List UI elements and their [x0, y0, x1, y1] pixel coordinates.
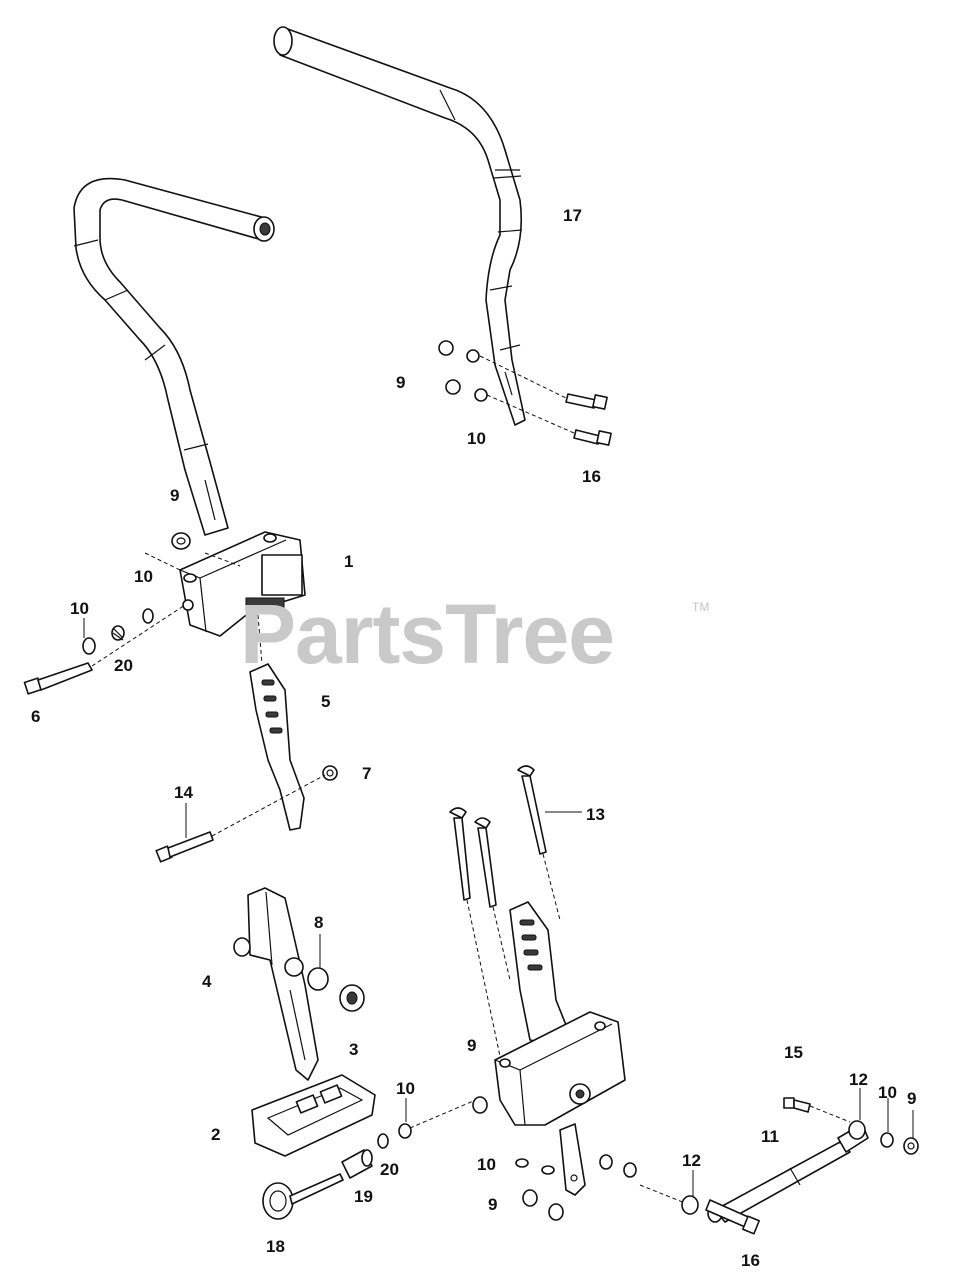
- nut-9-center[interactable]: [522, 1154, 637, 1221]
- knob-18[interactable]: [262, 1173, 344, 1220]
- callout-20b: 20: [380, 1160, 399, 1179]
- rod-11[interactable]: [714, 1123, 869, 1223]
- callout-9b: 9: [170, 486, 180, 505]
- callout-14: 14: [174, 783, 193, 802]
- nut-10-upper[interactable]: [171, 532, 191, 550]
- nut-9-right[interactable]: [903, 1137, 919, 1155]
- bolt-15[interactable]: [783, 1097, 851, 1123]
- spring-washer-20-left[interactable]: [111, 625, 125, 641]
- callout-10f: 10: [878, 1083, 897, 1102]
- spacer-8[interactable]: [307, 967, 329, 991]
- bolt-13[interactable]: [449, 765, 561, 1081]
- callout-2: 2: [211, 1125, 221, 1144]
- callout-18: 18: [266, 1237, 285, 1256]
- rod-end-12-right[interactable]: [848, 1120, 866, 1140]
- callout-20a: 20: [114, 656, 133, 675]
- washer-10-center[interactable]: [515, 1158, 555, 1175]
- washer-10-lower[interactable]: [398, 1098, 479, 1139]
- callout-16a: 16: [582, 467, 601, 486]
- control-bracket-upper[interactable]: [144, 531, 306, 637]
- callout-10c: 10: [467, 429, 486, 448]
- callout-10a: 10: [134, 567, 153, 586]
- washer-10-left[interactable]: [82, 637, 96, 655]
- washer-10-right[interactable]: [880, 1132, 894, 1148]
- callout-16b: 16: [741, 1251, 760, 1270]
- callout-5: 5: [321, 692, 331, 711]
- nut-7[interactable]: [322, 765, 338, 781]
- bolt-16-upper[interactable]: [479, 355, 612, 446]
- callout-12b: 12: [682, 1151, 701, 1170]
- callout-19: 19: [354, 1187, 373, 1206]
- callout-11: 11: [761, 1127, 779, 1146]
- callout-1: 1: [344, 552, 354, 571]
- watermark: PartsTree: [240, 587, 615, 681]
- callout-9c: 9: [467, 1036, 477, 1055]
- callout-10d: 10: [396, 1079, 415, 1098]
- callout-3: 3: [349, 1040, 359, 1059]
- bolt-14[interactable]: [155, 774, 326, 863]
- callout-6: 6: [31, 707, 41, 726]
- callout-10b: 10: [70, 599, 89, 618]
- spacer-19[interactable]: [341, 1149, 373, 1179]
- bolt-6[interactable]: [23, 604, 186, 695]
- callout-7: 7: [362, 764, 372, 783]
- pedal-lever-5[interactable]: [249, 614, 305, 831]
- callout-4: 4: [202, 972, 212, 991]
- watermark-trademark: TM: [692, 600, 710, 614]
- pedal-lever-lower[interactable]: [509, 901, 569, 1046]
- washer-10-upper[interactable]: [466, 349, 488, 402]
- callout-10e: 10: [477, 1155, 496, 1174]
- callout-9e: 9: [907, 1089, 917, 1108]
- handle-bar-left[interactable]: [73, 177, 275, 536]
- bolt-16-lower[interactable]: [705, 1199, 760, 1235]
- callout-8: 8: [314, 913, 324, 932]
- callout-9a: 9: [396, 373, 406, 392]
- washer-left-2[interactable]: [142, 608, 154, 624]
- callout-17: 17: [563, 206, 582, 225]
- bushing-8b[interactable]: [339, 984, 365, 1012]
- bracket-4[interactable]: [233, 887, 319, 1081]
- spring-washer-20[interactable]: [377, 1133, 389, 1149]
- callout-9d: 9: [488, 1195, 498, 1214]
- base-plate-2[interactable]: [251, 1074, 376, 1157]
- nut-9-upper[interactable]: [438, 340, 461, 395]
- callout-12a: 12: [849, 1070, 868, 1089]
- control-bracket-lower[interactable]: [472, 1011, 626, 1196]
- callout-15: 15: [784, 1043, 803, 1062]
- callout-13: 13: [586, 805, 605, 824]
- handle-bar-right[interactable]: [273, 26, 526, 426]
